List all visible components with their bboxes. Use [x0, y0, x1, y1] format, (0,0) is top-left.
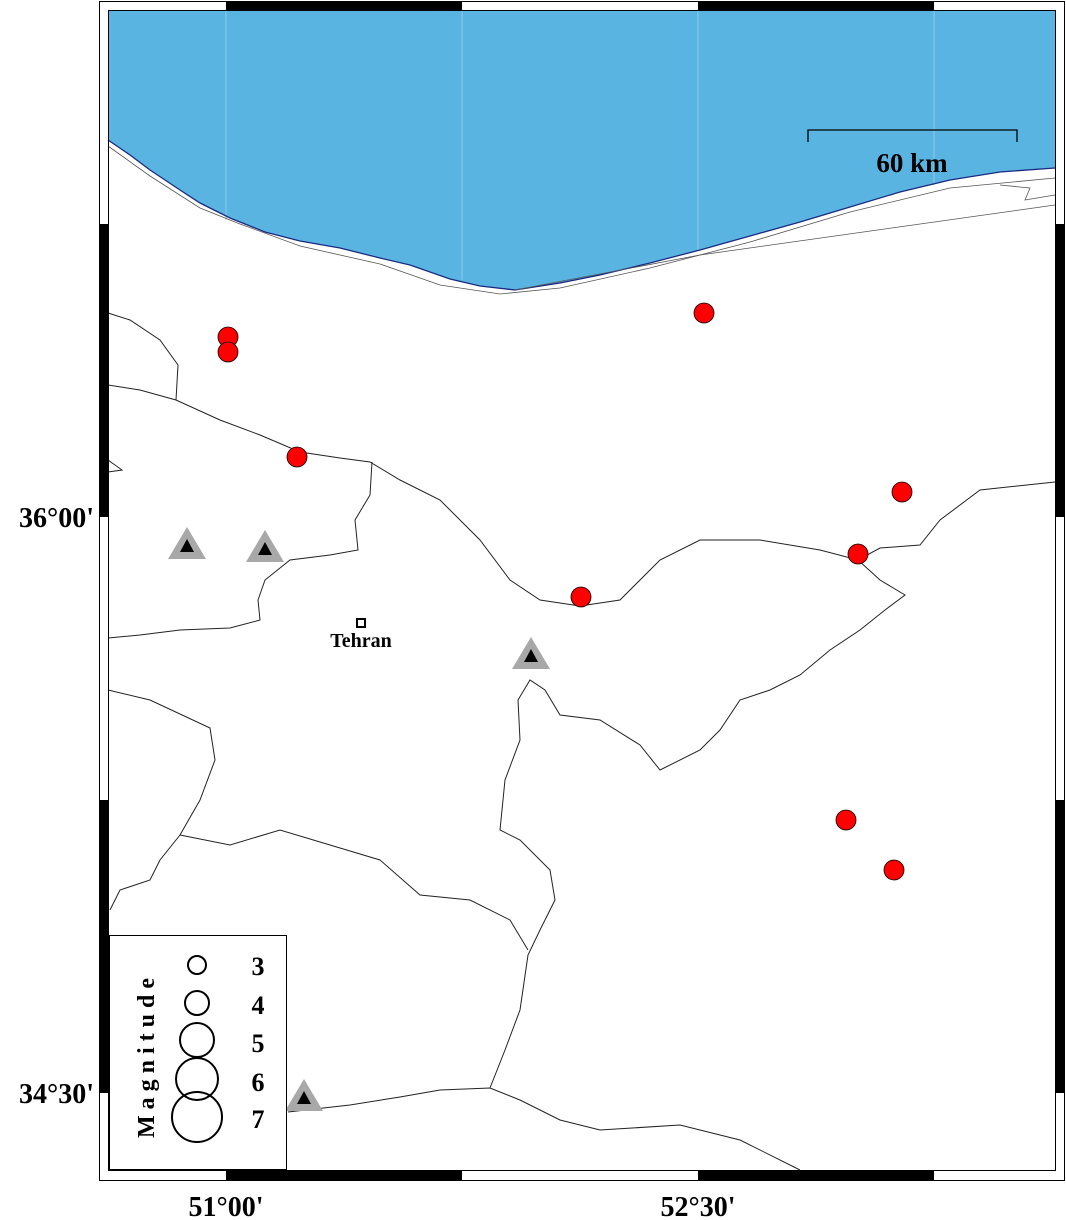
legend-circle-7	[171, 1091, 223, 1143]
y-axis-label: 34°30'	[19, 1079, 94, 1110]
x-axis-label: 51°00'	[189, 1192, 264, 1220]
legend-circle-3	[187, 955, 207, 975]
legend-title: Magnitude	[134, 972, 160, 1138]
coastline	[107, 139, 1056, 291]
earthquake-event-marker	[891, 481, 913, 503]
scale-bar-label: 60 km	[876, 148, 948, 178]
y-axis-label: 36°00'	[19, 503, 94, 534]
seismic-station-triangle-icon	[285, 1079, 323, 1111]
seismic-station-triangle-icon	[246, 530, 284, 562]
outer-frame	[99, 1, 1065, 1181]
legend-circle-6	[175, 1057, 219, 1101]
city-label: Tehran	[330, 630, 392, 652]
seismic-station-triangle-icon	[512, 637, 550, 669]
seismic-station-triangle-icon	[168, 527, 206, 559]
legend-circle-4	[184, 990, 210, 1016]
scale-bar	[807, 129, 1018, 142]
caspian-sea	[108, 10, 1055, 290]
legend-label: 4	[252, 991, 265, 1020]
earthquake-event-marker	[570, 586, 592, 608]
secondary-coast	[107, 145, 1056, 295]
graticule	[225, 10, 935, 280]
earthquake-event-marker	[883, 859, 905, 881]
x-axis-label: 52°30'	[661, 1192, 736, 1220]
frame-ticks	[99, 1, 1065, 1180]
inner-frame	[108, 10, 1056, 1171]
magnitude-legend: Magnitude 3 4 5 6 7	[109, 935, 287, 1170]
earthquake-event-marker	[847, 543, 869, 565]
province-boundaries	[107, 312, 1056, 1171]
earthquake-event-marker	[286, 446, 308, 468]
legend-label: 7	[252, 1105, 265, 1134]
earthquake-event-marker	[693, 302, 715, 324]
legend-label: 3	[252, 952, 265, 981]
city-marker	[356, 618, 366, 628]
earthquake-event-marker	[835, 809, 857, 831]
earthquake-event-marker	[217, 341, 239, 363]
legend-label: 6	[252, 1068, 265, 1097]
legend-label: 5	[252, 1029, 265, 1058]
